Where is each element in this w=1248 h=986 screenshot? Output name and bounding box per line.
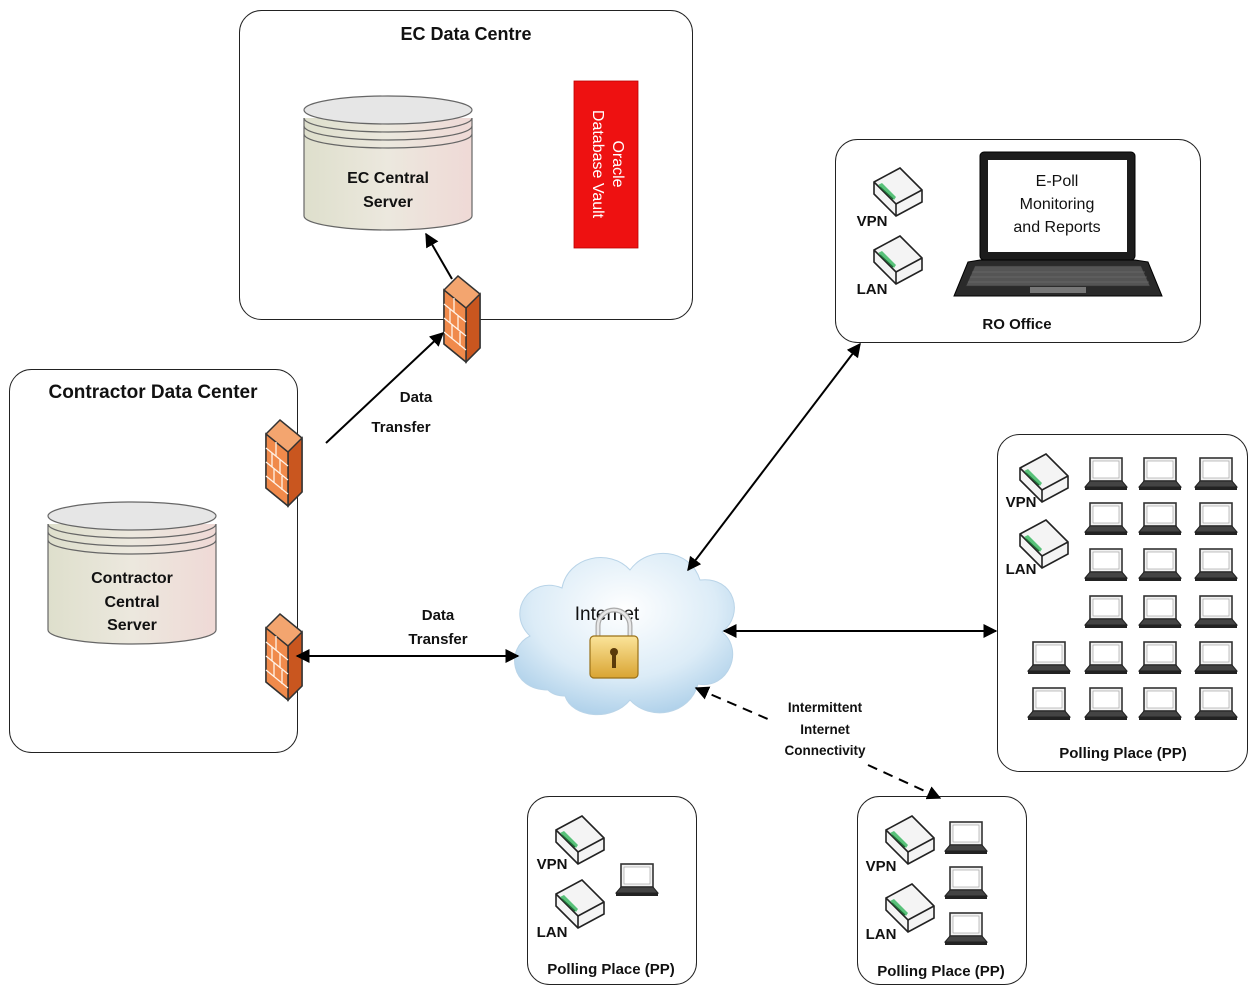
internet-cloud-icon bbox=[514, 552, 735, 715]
laptop-icon bbox=[615, 863, 659, 897]
pp-small-2-title: Polling Place (PP) bbox=[877, 963, 1005, 980]
data-transfer-2-label-1: Data bbox=[422, 607, 455, 624]
laptop-icon bbox=[1027, 641, 1071, 675]
laptop-icon bbox=[944, 866, 988, 900]
laptop-icon bbox=[1194, 502, 1238, 536]
ro-screen-line-2: Monitoring bbox=[1020, 196, 1095, 213]
intermittent-label-2: Internet bbox=[800, 722, 850, 737]
laptop-icon bbox=[1084, 595, 1128, 629]
pp-small-2-vpn-label: VPN bbox=[866, 858, 897, 875]
laptop-icon bbox=[1194, 457, 1238, 491]
ro-screen-line-3: and Reports bbox=[1013, 219, 1100, 236]
ro-vpn-label: VPN bbox=[857, 213, 888, 230]
firewall-icon-contractor-top bbox=[265, 419, 303, 507]
laptop-icon bbox=[1138, 641, 1182, 675]
pp-small-1-lan-label: LAN bbox=[537, 924, 568, 941]
firewall-icon-contractor-bottom bbox=[265, 613, 303, 701]
laptop-icon bbox=[1084, 502, 1128, 536]
laptop-icon bbox=[944, 912, 988, 946]
laptop-icon bbox=[1138, 595, 1182, 629]
oracle-vault-label-1: Oracle bbox=[609, 140, 626, 187]
pp-large-vpn-label: VPN bbox=[1006, 494, 1037, 511]
contractor-server-label-2: Central bbox=[104, 594, 159, 611]
ec-central-server-label-2: Server bbox=[363, 194, 413, 211]
ro-office-title: RO Office bbox=[982, 316, 1051, 333]
laptop-icon bbox=[1084, 457, 1128, 491]
firewall-icon-ec bbox=[443, 275, 481, 363]
internet-label: Internet bbox=[575, 604, 640, 625]
ec-data-centre-title: EC Data Centre bbox=[400, 24, 531, 44]
laptop-icon bbox=[953, 151, 1163, 297]
connection-lines bbox=[295, 232, 998, 800]
laptop-icon bbox=[1138, 548, 1182, 582]
contractor-data-center-title: Contractor Data Center bbox=[48, 382, 258, 403]
laptop-icon bbox=[1138, 457, 1182, 491]
pp-small-1-vpn-label: VPN bbox=[537, 856, 568, 873]
laptop-icon bbox=[1194, 687, 1238, 721]
lock-icon bbox=[589, 607, 639, 679]
laptop-icon bbox=[1138, 687, 1182, 721]
ec-central-server-icon bbox=[303, 95, 473, 231]
intermittent-label-1: Intermittent bbox=[788, 700, 863, 715]
oracle-vault-label-2: Database Vault bbox=[589, 110, 606, 219]
pp-small-2-lan-label: LAN bbox=[866, 926, 897, 943]
laptop-icon bbox=[1084, 548, 1128, 582]
contractor-server-label-3: Server bbox=[107, 617, 157, 634]
ro-screen-line-1: E-Poll bbox=[1036, 173, 1079, 190]
laptop-icon bbox=[1084, 641, 1128, 675]
laptop-icon bbox=[1138, 502, 1182, 536]
laptop-icon bbox=[944, 821, 988, 855]
laptop-icon bbox=[1194, 641, 1238, 675]
data-transfer-1-label-1: Data bbox=[400, 389, 433, 406]
laptop-icon bbox=[1194, 595, 1238, 629]
pp-large-lan-label: LAN bbox=[1006, 561, 1037, 578]
ro-lan-label: LAN bbox=[857, 281, 888, 298]
laptop-icon bbox=[1194, 548, 1238, 582]
contractor-central-server-icon bbox=[47, 501, 217, 645]
data-transfer-2-label-2: Transfer bbox=[408, 631, 467, 648]
ec-central-server-label-1: EC Central bbox=[347, 170, 429, 187]
polling-place-small-2-box bbox=[857, 796, 1027, 985]
polling-place-small-1-box bbox=[527, 796, 697, 985]
laptop-icon bbox=[1084, 687, 1128, 721]
data-transfer-1-label-2: Transfer bbox=[371, 419, 430, 436]
oracle-vault-block bbox=[573, 80, 639, 249]
pp-large-title: Polling Place (PP) bbox=[1059, 745, 1187, 762]
intermittent-label-3: Connectivity bbox=[784, 743, 866, 758]
pp-small-1-title: Polling Place (PP) bbox=[547, 961, 675, 978]
laptop-icon bbox=[1027, 687, 1071, 721]
contractor-server-label-1: Contractor bbox=[91, 570, 173, 587]
